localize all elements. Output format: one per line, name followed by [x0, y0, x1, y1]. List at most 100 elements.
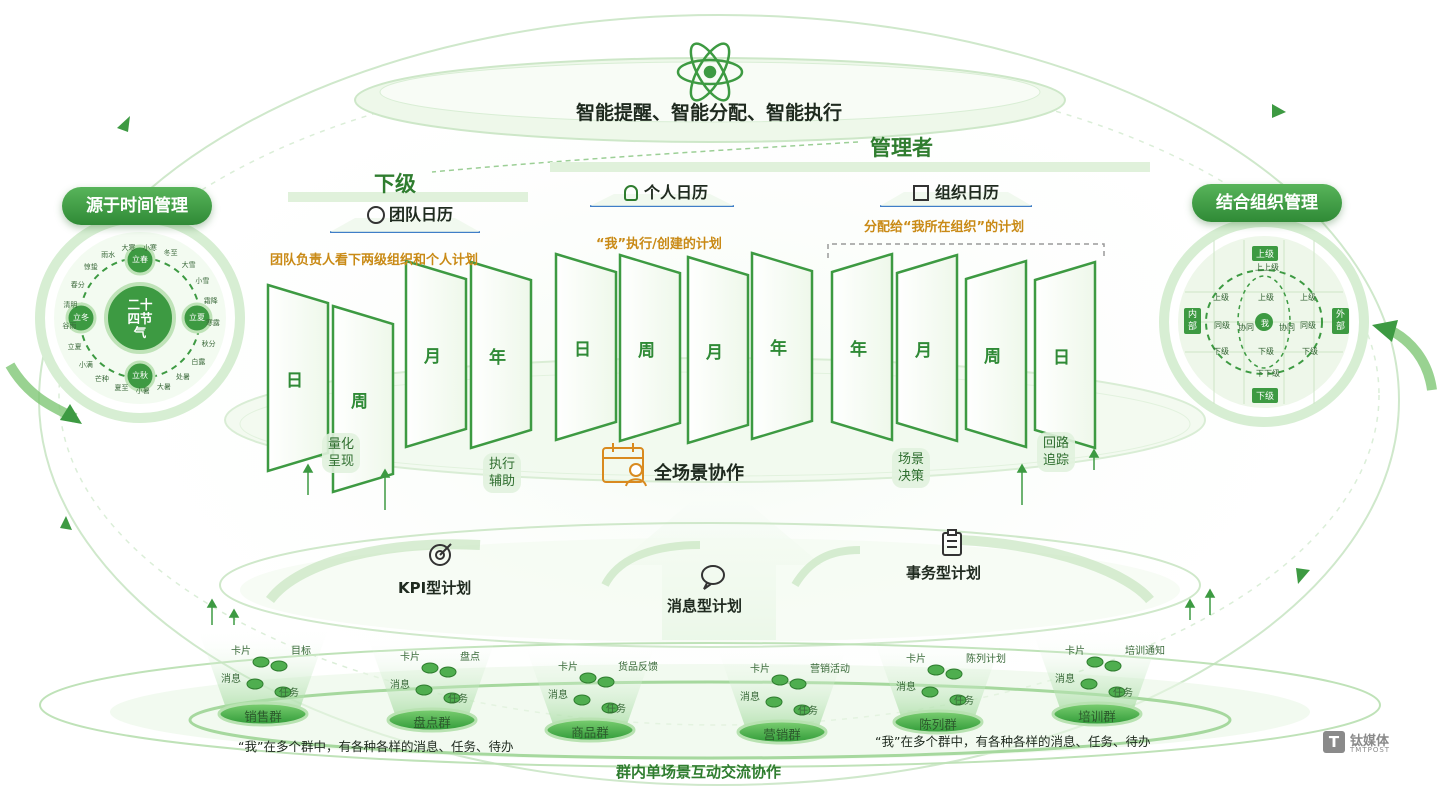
- calendar-panel: [1033, 260, 1097, 450]
- quarter-winter: 立冬: [73, 313, 89, 322]
- group-disk: [386, 707, 478, 733]
- group-disk: [736, 719, 828, 745]
- arrow-head: [1016, 463, 1028, 473]
- coin-icon: [573, 694, 591, 706]
- org-calendar-title: 组织日历: [886, 179, 1026, 203]
- org-grid-label: 上上级: [1255, 263, 1279, 272]
- solar-term: 处暑: [176, 373, 191, 382]
- group-item-label: 消息: [1055, 674, 1075, 685]
- panel-label: 日: [574, 340, 591, 360]
- solar-term: 寒露: [205, 318, 220, 327]
- arrow-head: [206, 598, 218, 608]
- smart-slogan: 智能提醒、智能分配、智能执行: [576, 102, 843, 124]
- group-item-label: 卡片: [400, 652, 420, 663]
- org-grid-label: 上级: [1300, 293, 1316, 302]
- group-disk: [544, 717, 636, 743]
- panel-label: 周: [984, 347, 1001, 367]
- group-disk: [892, 709, 984, 735]
- watermark-en: TMTPOST: [1350, 746, 1391, 754]
- org-calendar-label: 组织日历: [934, 183, 999, 202]
- group-item-label: 陈列计划: [966, 654, 1006, 665]
- calendar-panel: [618, 253, 682, 443]
- panel-label: 周: [351, 392, 368, 412]
- coin-icon: [793, 704, 811, 716]
- org-outer-label: 外 部: [1332, 308, 1350, 334]
- arrow-head: [1184, 598, 1196, 608]
- coin-icon: [945, 668, 963, 680]
- solar-term: 白露: [191, 358, 206, 367]
- group-beam: [1032, 629, 1162, 714]
- tag-assist: 执行 辅助: [483, 453, 522, 493]
- solar-term: 小寒: [142, 243, 157, 252]
- calendar-panel: [469, 260, 533, 450]
- coin-icon: [789, 678, 807, 690]
- team-calendar-caption: 团队负责人看下两级组织和个人计划: [270, 253, 479, 268]
- coin-icon: [1108, 686, 1126, 698]
- solar-term: 清明: [63, 300, 78, 309]
- panel-label: 周: [638, 341, 655, 361]
- team-icon: [366, 206, 385, 224]
- group-item-label: 消息: [740, 692, 760, 703]
- solar-term: 小雪: [195, 277, 210, 286]
- group-beam: [198, 629, 328, 714]
- coin-icon: [274, 686, 292, 698]
- note-right: “我”在多个群中，有各种各样的消息、任务、待办: [875, 734, 1151, 749]
- panel-label: 年: [770, 339, 787, 359]
- group-item-label: 任务: [606, 704, 626, 715]
- team-calendar-label: 团队日历: [388, 205, 453, 224]
- note-left: “我”在多个群中，有各种各样的消息、任务、待办: [238, 739, 514, 754]
- coin-icon: [439, 666, 457, 678]
- arrow-head: [302, 463, 314, 473]
- coin-icon: [771, 674, 789, 686]
- group-item-label: 消息: [548, 690, 568, 701]
- coin-icon: [270, 660, 288, 672]
- org-inner-label: 内 部: [1184, 308, 1202, 334]
- group-item-label: 培训通知: [1125, 646, 1165, 657]
- group-beam: [717, 647, 847, 732]
- org-bottom-label: 下级: [1252, 388, 1279, 403]
- panel-label: 月: [424, 347, 441, 367]
- calendar-panel: [895, 253, 959, 443]
- coin-icon: [765, 696, 783, 708]
- solar-term: 大寒: [121, 244, 136, 253]
- clipboard-icon: [942, 529, 962, 556]
- coin-icon: [579, 672, 597, 684]
- coin-icon: [252, 656, 270, 668]
- group-item-label: 货品反馈: [618, 662, 658, 673]
- coin-icon: [1104, 660, 1122, 672]
- coin-icon: [421, 662, 439, 674]
- arrow-head: [379, 468, 391, 478]
- group-beam: [525, 645, 655, 730]
- org-grid-label: 上级: [1258, 293, 1274, 302]
- org-grid-label: 我: [1261, 319, 1269, 328]
- tag-tracking: 回路 追踪: [1037, 432, 1076, 472]
- arrow-head: [1204, 588, 1216, 598]
- group-item-label: 任务: [1113, 688, 1133, 699]
- time-management-pill: 源于时间管理: [62, 187, 212, 225]
- group-item-label: 卡片: [1065, 646, 1085, 657]
- tag-decision: 场景 决策: [892, 448, 931, 488]
- group-item-label: 卡片: [558, 662, 578, 673]
- group-item-label: 营销活动: [810, 664, 850, 675]
- calendar-panel: [554, 252, 618, 442]
- solar-term: 芒种: [94, 375, 109, 384]
- panel-label: 年: [850, 340, 867, 360]
- coin-icon: [927, 664, 945, 676]
- org-management-pill: 结合组织管理: [1192, 184, 1342, 222]
- org-icon: [912, 185, 929, 201]
- group-name: 营销群: [763, 727, 801, 742]
- org-grid-label: 下级: [1213, 347, 1229, 356]
- chat-icon: [701, 565, 725, 590]
- org-top-label: 上级: [1252, 246, 1279, 261]
- solar-term: 夏至: [114, 384, 129, 393]
- org-grid-label: 上级: [1213, 293, 1229, 302]
- team-calendar-title: 团队日历: [340, 201, 480, 225]
- calendar-panel: [750, 251, 814, 441]
- solar-term: 立夏: [67, 342, 82, 351]
- watermark-cn: 钛媒体: [1350, 734, 1390, 749]
- calendar-panel: [964, 259, 1028, 449]
- quarter-summer: 立夏: [189, 313, 205, 322]
- coin-icon: [443, 692, 461, 704]
- coin-icon: [921, 686, 939, 698]
